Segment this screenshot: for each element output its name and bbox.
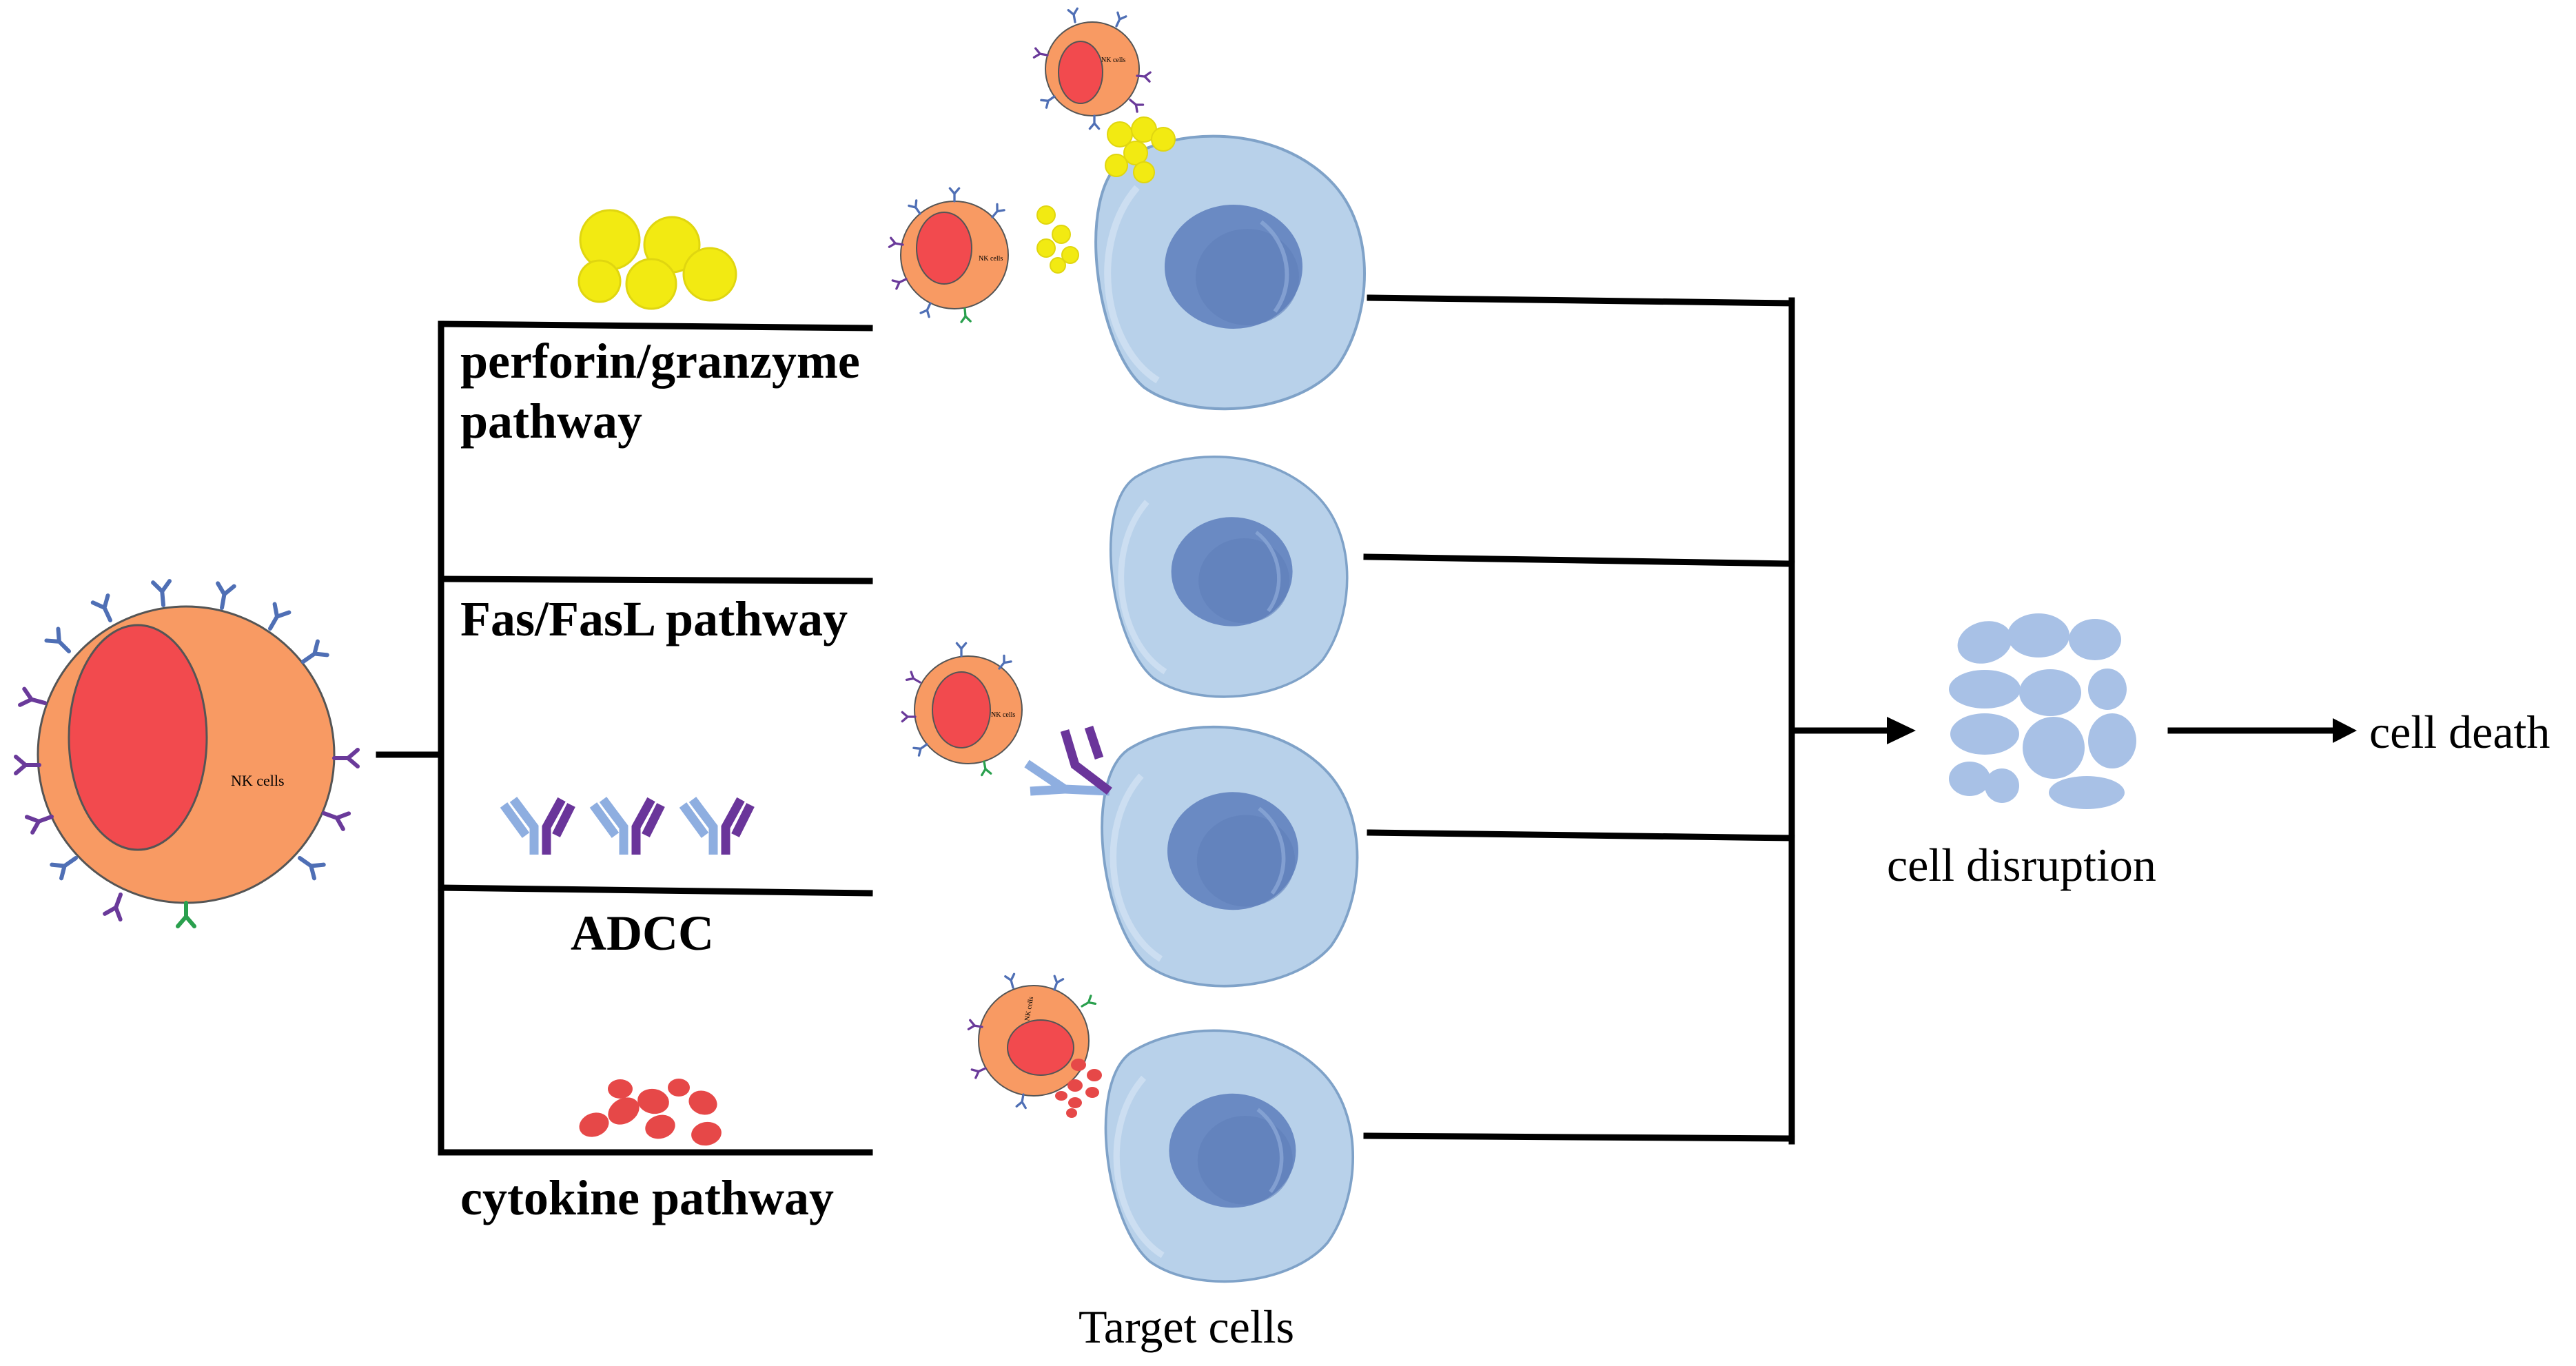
- cell-death-label: cell death: [2369, 706, 2550, 758]
- cytokines: [579, 1079, 722, 1146]
- label-cytokine: cytokine pathway: [460, 1170, 834, 1225]
- small-nk-cell-cytokine: NK cells: [967, 972, 1097, 1110]
- cell-fragments: [1949, 613, 2136, 809]
- small-nk-cell-perforin: NK cells: [888, 187, 1009, 323]
- large-nk-cell: NK cells: [16, 581, 358, 926]
- nk-cell-label-small: NK cells: [1101, 57, 1125, 64]
- perforin-release-top: [1105, 116, 1176, 183]
- target-cells-label: Target cells: [1079, 1301, 1294, 1353]
- small-nk-cell-top: NK cells: [1032, 7, 1152, 130]
- antibody-icon: [504, 799, 571, 855]
- cell-fragment-icon: [1957, 621, 2012, 664]
- perforin-release-mid: [1036, 205, 1079, 274]
- adcc-antibody-bridge: [1024, 725, 1112, 796]
- nk-cell-label-small: NK cells: [979, 255, 1003, 263]
- target-cell-fas: [1111, 457, 1347, 697]
- merge-bracket: [1363, 294, 1916, 1145]
- arrow-icon: [1887, 717, 1916, 744]
- arrow-icon: [2333, 718, 2357, 743]
- nk-cell-label-small: NK cells: [991, 711, 1015, 719]
- small-nk-cell-adcc: NK cells: [901, 642, 1023, 777]
- target-cell-cytokine: [1106, 1030, 1353, 1281]
- perforin-granule-icon: [579, 209, 641, 271]
- label-adcc: ADCC: [571, 906, 714, 961]
- cell-disruption-label: cell disruption: [1887, 839, 2156, 891]
- nk-nucleus: [68, 624, 208, 851]
- perforin-granules: [577, 209, 737, 310]
- nk-cell-label: NK cells: [231, 772, 285, 789]
- label-fas: Fas/FasL pathway: [460, 591, 848, 646]
- label-perforin-line1: perforin/granzyme: [460, 334, 860, 389]
- label-perforin-line2: pathway: [460, 394, 642, 449]
- cytokine-icon: [579, 1112, 609, 1137]
- cytokine-release: [1055, 1059, 1102, 1118]
- antibodies-row: [504, 799, 750, 855]
- target-cell-adcc: [1102, 727, 1357, 986]
- pathway-bracket: [376, 320, 873, 1156]
